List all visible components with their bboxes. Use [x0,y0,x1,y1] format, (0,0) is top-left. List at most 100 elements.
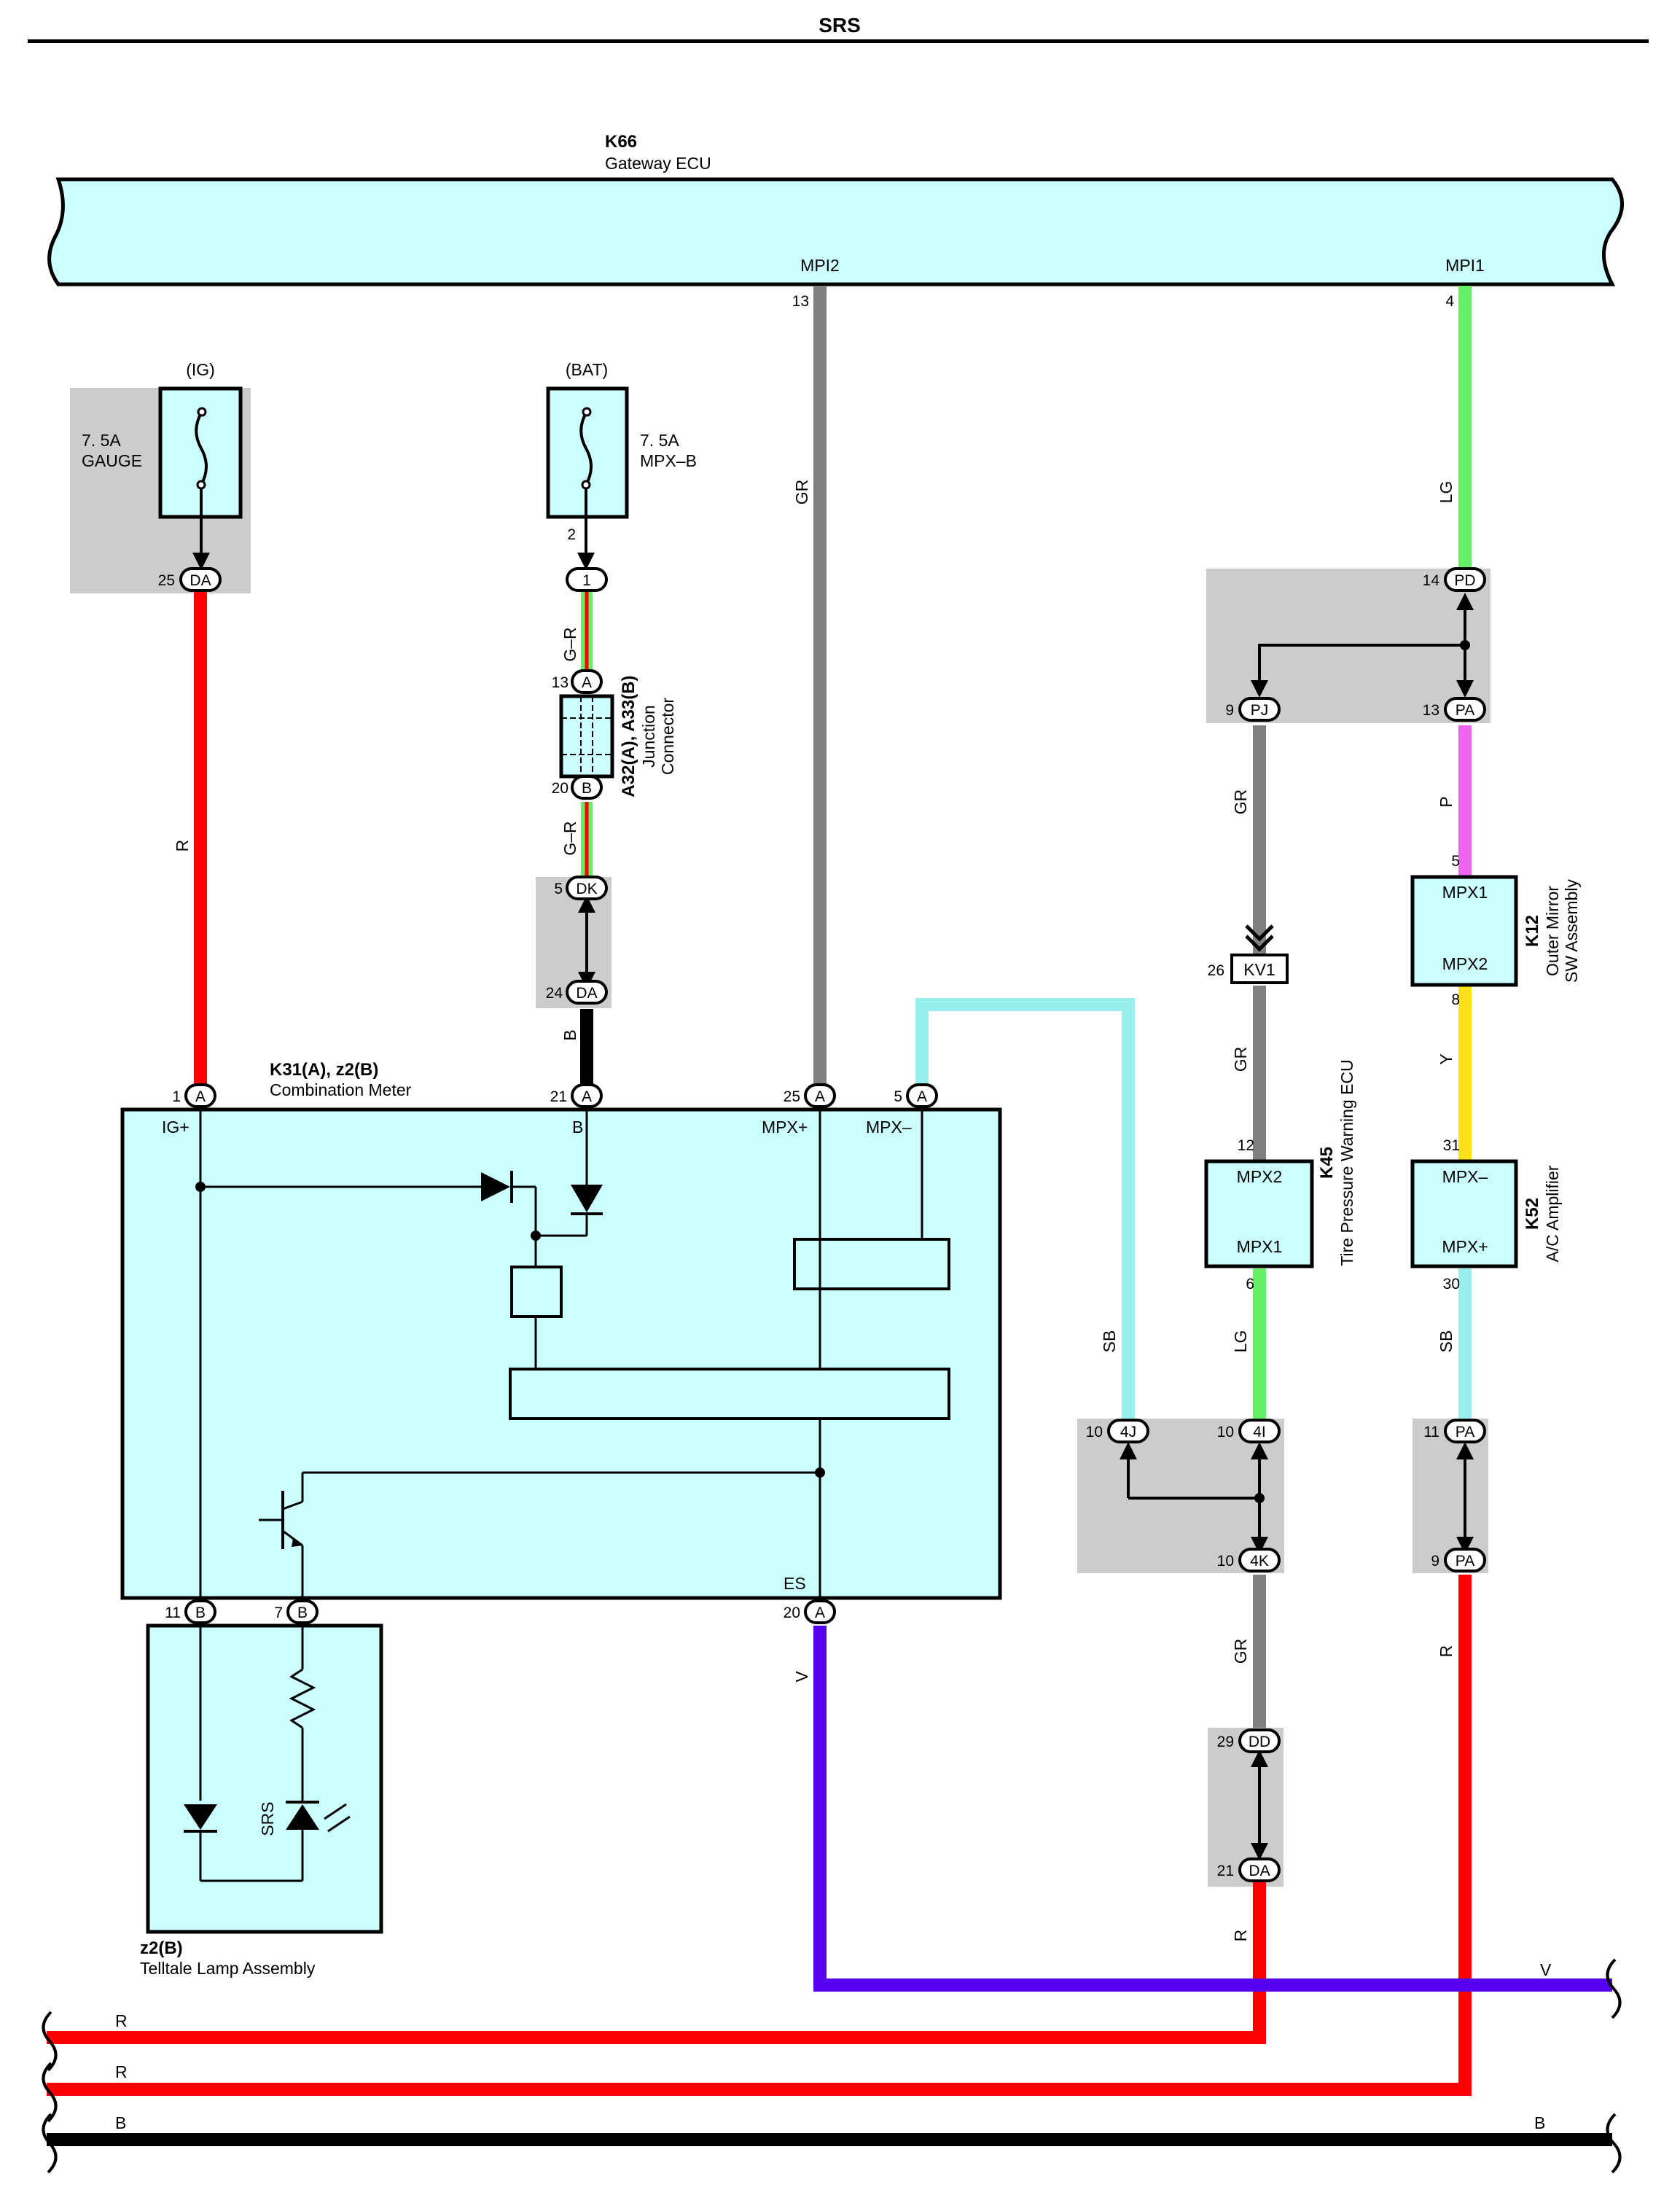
ac-mpx-plus: MPX+ [1442,1237,1488,1256]
conn-b-7: B [286,1599,319,1624]
meter-code: K31(A), z2(B) [270,1060,378,1080]
joint-internals [578,593,1474,1860]
svg-text:4K: 4K [1250,1553,1269,1570]
tpms-code: K45 [1317,1147,1337,1179]
label-r-bus2: R [115,2062,128,2081]
tire-pressure-ecu: MPX2 MPX1 K45 Tire Pressure Warning ECU [1204,1059,1356,1268]
pin-12-tpms: 12 [1238,1137,1254,1154]
telltale-lamp-assembly: SRS z2(B) Telltale Lamp Assembly [140,1598,383,1978]
pin-30-ac: 30 [1443,1276,1460,1293]
pin-9-pa: 9 [1431,1553,1439,1570]
svg-text:A: A [582,1088,592,1105]
svg-text:B: B [297,1605,308,1621]
conn-4i: 4I [1238,1419,1281,1443]
svg-text:1: 1 [582,572,591,589]
conn-pd: PD [1444,567,1486,592]
joint-dot-pd [1460,640,1470,650]
svg-text:DA: DA [190,572,211,589]
svg-text:PD: PD [1454,572,1475,589]
conn-a-1: A [184,1083,216,1108]
label-lg-tpms: LG [1231,1330,1250,1353]
label-b-meter: B [560,1029,579,1040]
ac-code: K52 [1523,1198,1542,1230]
pin-10-4j: 10 [1086,1424,1103,1441]
label-p: P [1437,796,1456,807]
meter-ig: IG+ [162,1118,190,1137]
fuse-gauge-rating: 7. 5A [82,431,121,450]
pin-kv1-26: 26 [1208,962,1224,979]
pin-5-mirror: 5 [1451,853,1460,870]
gateway-code: K66 [605,132,637,152]
conn-a-13: A [571,669,603,694]
pin-21-a: 21 [550,1088,567,1105]
mirror-mpx1: MPX1 [1442,883,1488,902]
conn-1: 1 [566,567,608,592]
conn-b-11: B [184,1599,216,1624]
conn-4j: 4J [1107,1419,1149,1443]
junction-code: A32(A), A33(B) [619,675,638,797]
connector-ovals: DA 1 A B DK DA A A A A B B A PD PJ PA 4J… [179,567,1486,1882]
svg-text:DA: DA [1249,1863,1270,1879]
tpms-mpx1: MPX1 [1237,1237,1283,1256]
pin-21-da: 21 [1217,1863,1234,1879]
pin-14-pd: 14 [1423,572,1440,589]
label-gr-4k: GR [1231,1639,1250,1664]
break-marks [42,1958,1622,2174]
wire-r-da [47,1881,1266,2044]
conn-pa-11: PA [1444,1419,1486,1443]
gateway-mpi2: MPI2 [800,256,840,275]
fuse-gauge: (IG) 7. 5A GAUGE [82,360,243,570]
pin-1-a: 1 [172,1088,181,1105]
fuse-mpx-b-name: MPX–B [640,451,697,470]
conn-dk: DK [566,876,608,900]
label-v-right: V [1540,1960,1552,1979]
pin-24-da: 24 [546,985,563,1002]
gateway-ecu: K66 Gateway ECU MPI2 MPI1 13 4 [47,132,1624,310]
pin-5-a: 5 [894,1088,902,1105]
svg-text:B: B [195,1605,206,1621]
svg-text:PA: PA [1456,1424,1474,1441]
conn-pa-13: PA [1444,697,1486,722]
label-gr-tpms: GR [1231,1047,1250,1072]
label-r-ig: R [173,840,192,852]
label-gr-lower: G–R [560,821,579,855]
conn-a-21: A [571,1083,603,1108]
label-lg-mpi1: LG [1437,481,1456,504]
joint-dot-4k [1254,1493,1265,1503]
conn-pj: PJ [1238,697,1281,722]
svg-text:DD: DD [1249,1734,1270,1750]
label-sb-meter: SB [1100,1330,1119,1353]
svg-text:DA: DA [576,985,597,1002]
gateway-mpi1: MPI1 [1445,256,1485,275]
label-r-da: R [1231,1930,1250,1942]
mirror-name2: SW Assembly [1562,879,1581,983]
wire-sb-mpx-minus [915,998,1135,1420]
mirror-code: K12 [1523,915,1542,947]
kv1-connector: KV1 26 [1208,924,1289,984]
conn-4k: 4K [1238,1548,1281,1572]
gateway-pin-4: 4 [1445,293,1454,310]
svg-text:4J: 4J [1120,1424,1136,1441]
fuse-gauge-name: GAUGE [82,451,142,470]
fuse-mpx-b: (BAT) 7. 5A MPX–B 2 [546,360,697,570]
pin-9-pj: 9 [1225,702,1234,719]
label-gr-kv1: GR [1231,790,1250,815]
telltale-name: Telltale Lamp Assembly [140,1959,316,1978]
svg-text:PA: PA [1456,702,1474,719]
conn-da-ig: DA [179,567,222,592]
svg-text:A: A [195,1088,206,1105]
pin-13-a: 13 [552,674,569,691]
kv1-label: KV1 [1243,960,1275,979]
meter-name: Combination Meter [270,1080,412,1099]
pin-6-tpms: 6 [1246,1276,1254,1293]
fuse-gauge-source: (IG) [186,360,215,379]
svg-text:DK: DK [576,881,597,897]
conn-a-5: A [906,1083,938,1108]
label-gr-mpi2: GR [792,480,811,505]
junction-name2: Connector [658,698,677,775]
pin-31-ac: 31 [1443,1137,1460,1154]
junction-name1: Junction [639,705,658,768]
wire-r-pa [47,1575,1472,2096]
pin-5-dk: 5 [554,881,563,897]
wires [47,286,1612,2146]
